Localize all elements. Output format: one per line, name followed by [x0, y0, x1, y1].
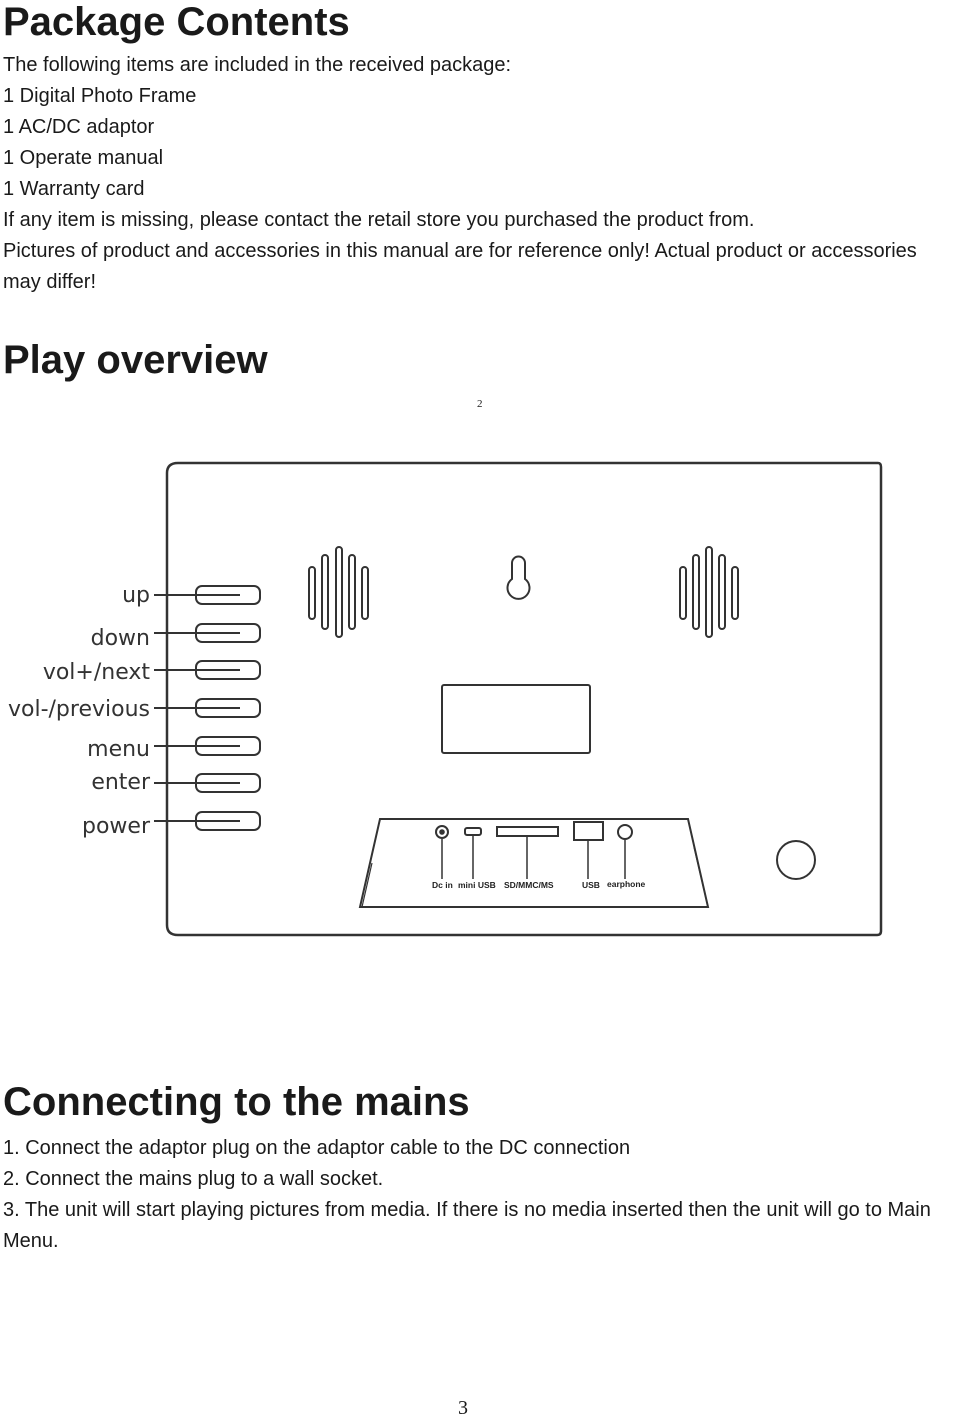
button-label-vol-previous: vol-/previous — [8, 697, 150, 722]
left-speaker-grill — [308, 546, 369, 638]
disclaimer-line-1: Pictures of product and accessories in t… — [3, 240, 917, 262]
button-label-down: down — [91, 626, 150, 651]
usb-port-icon — [573, 821, 604, 879]
side-button-up — [154, 585, 261, 605]
port-label-mini-usb: mini USB — [458, 880, 496, 890]
button-label-power: power — [82, 814, 151, 839]
port-label-usb: USB — [582, 880, 600, 890]
stand-socket-icon — [776, 840, 816, 880]
mini-usb-port-icon — [464, 827, 482, 879]
side-button-vol-next — [154, 660, 261, 680]
package-item: 1 AC/DC adaptor — [3, 116, 155, 138]
button-label-enter: enter — [91, 770, 151, 795]
port-label-card: SD/MMC/MS — [504, 880, 554, 890]
earphone-jack-icon — [617, 824, 633, 879]
side-button-menu — [154, 736, 261, 756]
card-slot-icon — [496, 826, 559, 879]
package-item: 1 Digital Photo Frame — [3, 85, 197, 107]
side-button-enter — [154, 773, 261, 793]
port-label-dc-in: Dc in — [432, 880, 453, 890]
port-panel — [358, 818, 710, 908]
side-button-power — [154, 811, 261, 831]
mains-step-2: 2. Connect the mains plug to a wall sock… — [3, 1168, 384, 1190]
frame-outline — [165, 461, 883, 937]
package-item: 1 Warranty card — [3, 178, 145, 200]
disclaimer-line-2: may differ! — [3, 271, 96, 293]
button-label-vol-next: vol+/next — [43, 660, 151, 685]
mains-step-3-continued: Menu. — [3, 1230, 59, 1252]
package-intro: The following items are included in the … — [3, 54, 512, 76]
connecting-mains-title: Connecting to the mains — [3, 1080, 470, 1124]
package-contents-title: Package Contents — [3, 0, 350, 44]
side-button-down — [154, 623, 261, 643]
missing-item-note: If any item is missing, please contact t… — [3, 209, 755, 231]
page-number: 3 — [458, 1397, 468, 1419]
button-label-menu: menu — [87, 737, 150, 762]
right-speaker-grill — [679, 546, 739, 638]
play-overview-title: Play overview — [3, 338, 268, 382]
mains-step-3: 3. The unit will start playing pictures … — [3, 1199, 931, 1221]
wall-mount-keyhole-icon — [506, 555, 531, 600]
package-item: 1 Operate manual — [3, 147, 164, 169]
device-back-diagram: up down vol+/next vol-/previous menu ent… — [8, 461, 883, 937]
dc-in-port-icon — [435, 825, 449, 879]
button-label-up: up — [122, 583, 150, 608]
port-label-earphone: earphone — [607, 879, 646, 889]
side-button-vol-previous — [154, 698, 261, 718]
figure-mark: 2 — [477, 398, 483, 410]
label-plate — [441, 684, 591, 754]
mains-step-1: 1. Connect the adaptor plug on the adapt… — [3, 1137, 631, 1159]
